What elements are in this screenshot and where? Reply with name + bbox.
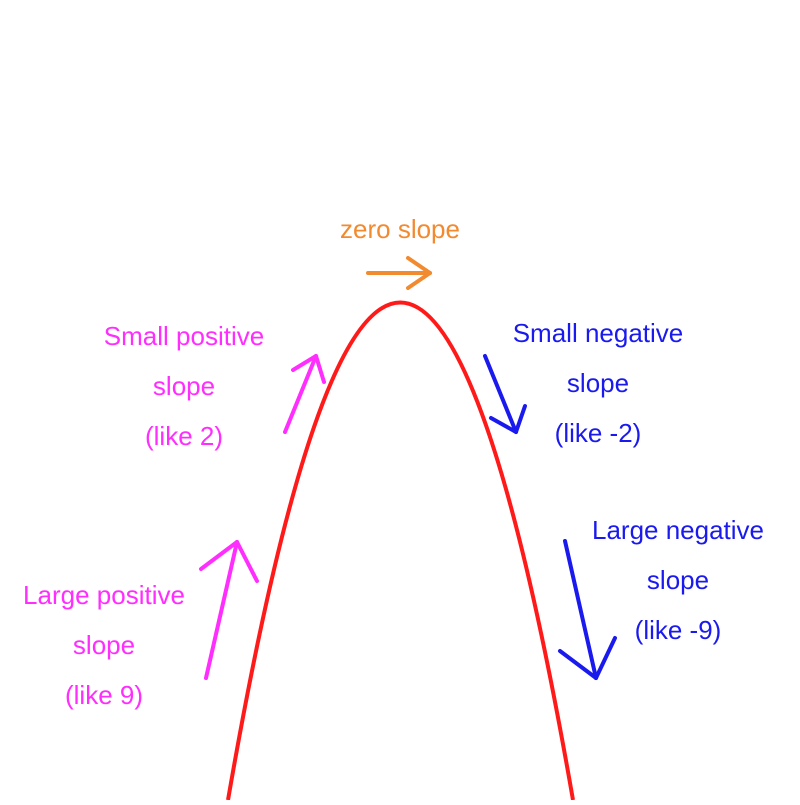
arrow-down-right-icon bbox=[483, 354, 527, 434]
small-positive-line3: (like 2) bbox=[144, 421, 223, 451]
large-negative-slope-label: Large negative slope (like -9) bbox=[558, 505, 798, 655]
arrow-right-icon bbox=[366, 256, 432, 290]
large-negative-line3: (like -9) bbox=[634, 615, 722, 645]
zero-slope-text: zero slope bbox=[340, 214, 460, 244]
small-positive-line2: slope bbox=[152, 371, 216, 401]
small-positive-slope-label: Small positive slope (like 2) bbox=[64, 311, 304, 461]
arrow-up-right-icon bbox=[283, 354, 326, 434]
arrow-down-icon bbox=[558, 539, 617, 680]
small-negative-slope-label: Small negative slope (like -2) bbox=[478, 308, 718, 458]
zero-slope-label: zero slope bbox=[310, 204, 490, 254]
large-positive-line2: slope bbox=[72, 630, 136, 660]
large-positive-line1: Large positive bbox=[23, 580, 185, 610]
small-positive-line1: Small positive bbox=[103, 321, 265, 351]
large-negative-line2: slope bbox=[646, 565, 710, 595]
large-negative-line1: Large negative bbox=[591, 515, 765, 545]
parabola-curve bbox=[226, 300, 575, 801]
small-negative-line2: slope bbox=[566, 368, 630, 398]
small-negative-line1: Small negative bbox=[512, 318, 684, 348]
large-positive-line3: (like 9) bbox=[64, 680, 143, 710]
arrow-up-icon bbox=[199, 540, 259, 680]
large-positive-slope-label: Large positive slope (like 9) bbox=[0, 570, 208, 720]
small-negative-line3: (like -2) bbox=[554, 418, 642, 448]
